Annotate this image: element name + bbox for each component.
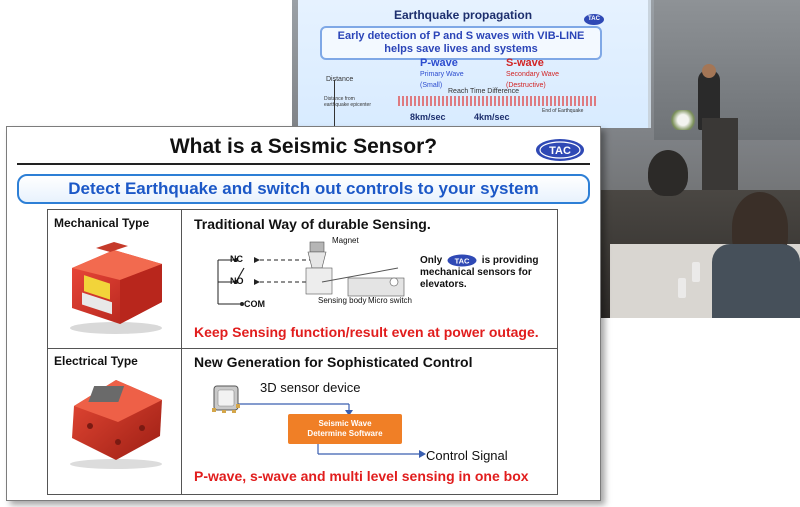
mechanical-heading: Traditional Way of durable Sensing.	[194, 216, 431, 232]
screen-s-wave-sub2: (Destructive)	[506, 82, 546, 89]
nc-label: NC	[230, 254, 243, 264]
screen-logo: TAC	[584, 14, 604, 25]
water-glass	[678, 278, 686, 298]
no-label: NO	[230, 276, 244, 286]
title-rule	[17, 163, 590, 165]
electrical-sensor-image	[70, 380, 162, 469]
screen-s-speed: 4km/sec	[474, 112, 510, 122]
sensor-device-label: 3D sensor device	[260, 380, 361, 395]
screen-headline-line2: helps save lives and systems	[384, 43, 538, 55]
water-glass	[692, 262, 700, 282]
screen-headline-line1: Early detection of P and S waves with VI…	[337, 30, 585, 42]
screen-p-speed: 8km/sec	[410, 112, 446, 122]
only-suffix: is providing mechanical sensors for elev…	[420, 255, 539, 291]
screen-s-wave-label: S-wave	[506, 57, 544, 69]
screen-axis-label: Distance	[326, 76, 354, 83]
screen-s-wave-sub1: Secondary Wave	[506, 71, 560, 78]
magnet-label: Magnet	[332, 236, 359, 245]
tac-logo: TAC	[536, 139, 584, 161]
screen-p-wave-sub2: (Small)	[420, 82, 443, 89]
only-tac-note: Only TAC is providing mechanical sensors…	[420, 254, 556, 291]
screen-p-wave-label: P-wave	[420, 57, 458, 69]
flower-arrangement	[668, 110, 698, 130]
electrical-heading: New Generation for Sophisticated Control	[194, 354, 473, 370]
audience-member-body	[712, 244, 800, 318]
screen-wave	[398, 96, 598, 106]
electrical-note: P-wave, s-wave and multi level sensing i…	[194, 468, 529, 484]
3d-sensor-chip-icon	[212, 385, 240, 413]
slide: What is a Seismic Sensor? TAC Detect Ear…	[6, 126, 601, 501]
software-line1: Seismic Wave	[318, 419, 372, 428]
mechanical-schematic	[217, 241, 405, 306]
podium	[702, 118, 738, 198]
mechanical-note: Keep Sensing function/result even at pow…	[194, 324, 539, 340]
electrical-type-label: Electrical Type	[54, 354, 138, 368]
screen-p-wave-sub1: Primary Wave	[420, 71, 464, 78]
screen-end-label: End of Earthquake	[542, 108, 584, 114]
only-prefix: Only	[420, 255, 443, 267]
mechanical-type-label: Mechanical Type	[54, 216, 150, 230]
tac-logo-small: TAC	[447, 254, 477, 267]
software-box: Seismic Wave Determine Software	[288, 414, 402, 444]
speaker-body	[698, 70, 720, 130]
screen-s-wave: S-wave Secondary Wave (Destructive)	[506, 58, 559, 91]
screen-title: Earthquake propagation	[394, 8, 533, 22]
projector-screen: Earthquake propagation TAC Early detecti…	[298, 0, 651, 128]
signal-flow-arrows	[228, 403, 426, 458]
screen-headline: Early detection of P and S waves with VI…	[320, 26, 602, 60]
com-label: COM	[244, 299, 265, 309]
slide-title: What is a Seismic Sensor?	[169, 135, 438, 158]
screen-p-wave: P-wave Primary Wave (Small)	[420, 58, 464, 91]
control-signal-label: Control Signal	[426, 448, 508, 463]
table-divider	[181, 210, 182, 494]
tac-logo-text: TAC	[549, 145, 571, 157]
sensing-body-label: Sensing body	[318, 296, 367, 305]
mechanical-sensor-image	[70, 242, 162, 334]
micro-switch-label: Micro switch	[368, 296, 413, 305]
software-line2: Determine Software	[307, 429, 383, 438]
tac-logo-small-text: TAC	[455, 257, 470, 266]
audience-member	[648, 150, 688, 196]
banner: Detect Earthquake and switch out control…	[17, 174, 590, 204]
screen-axis	[334, 80, 335, 128]
table-divider	[48, 348, 557, 349]
screen-reach-time: Reach Time Difference	[448, 88, 520, 95]
screen-axis-sub: Distance from earthquake epicenter	[324, 96, 371, 108]
speaker-head	[702, 64, 716, 78]
sensor-table: Mechanical Type Traditional Way of durab…	[47, 209, 558, 495]
